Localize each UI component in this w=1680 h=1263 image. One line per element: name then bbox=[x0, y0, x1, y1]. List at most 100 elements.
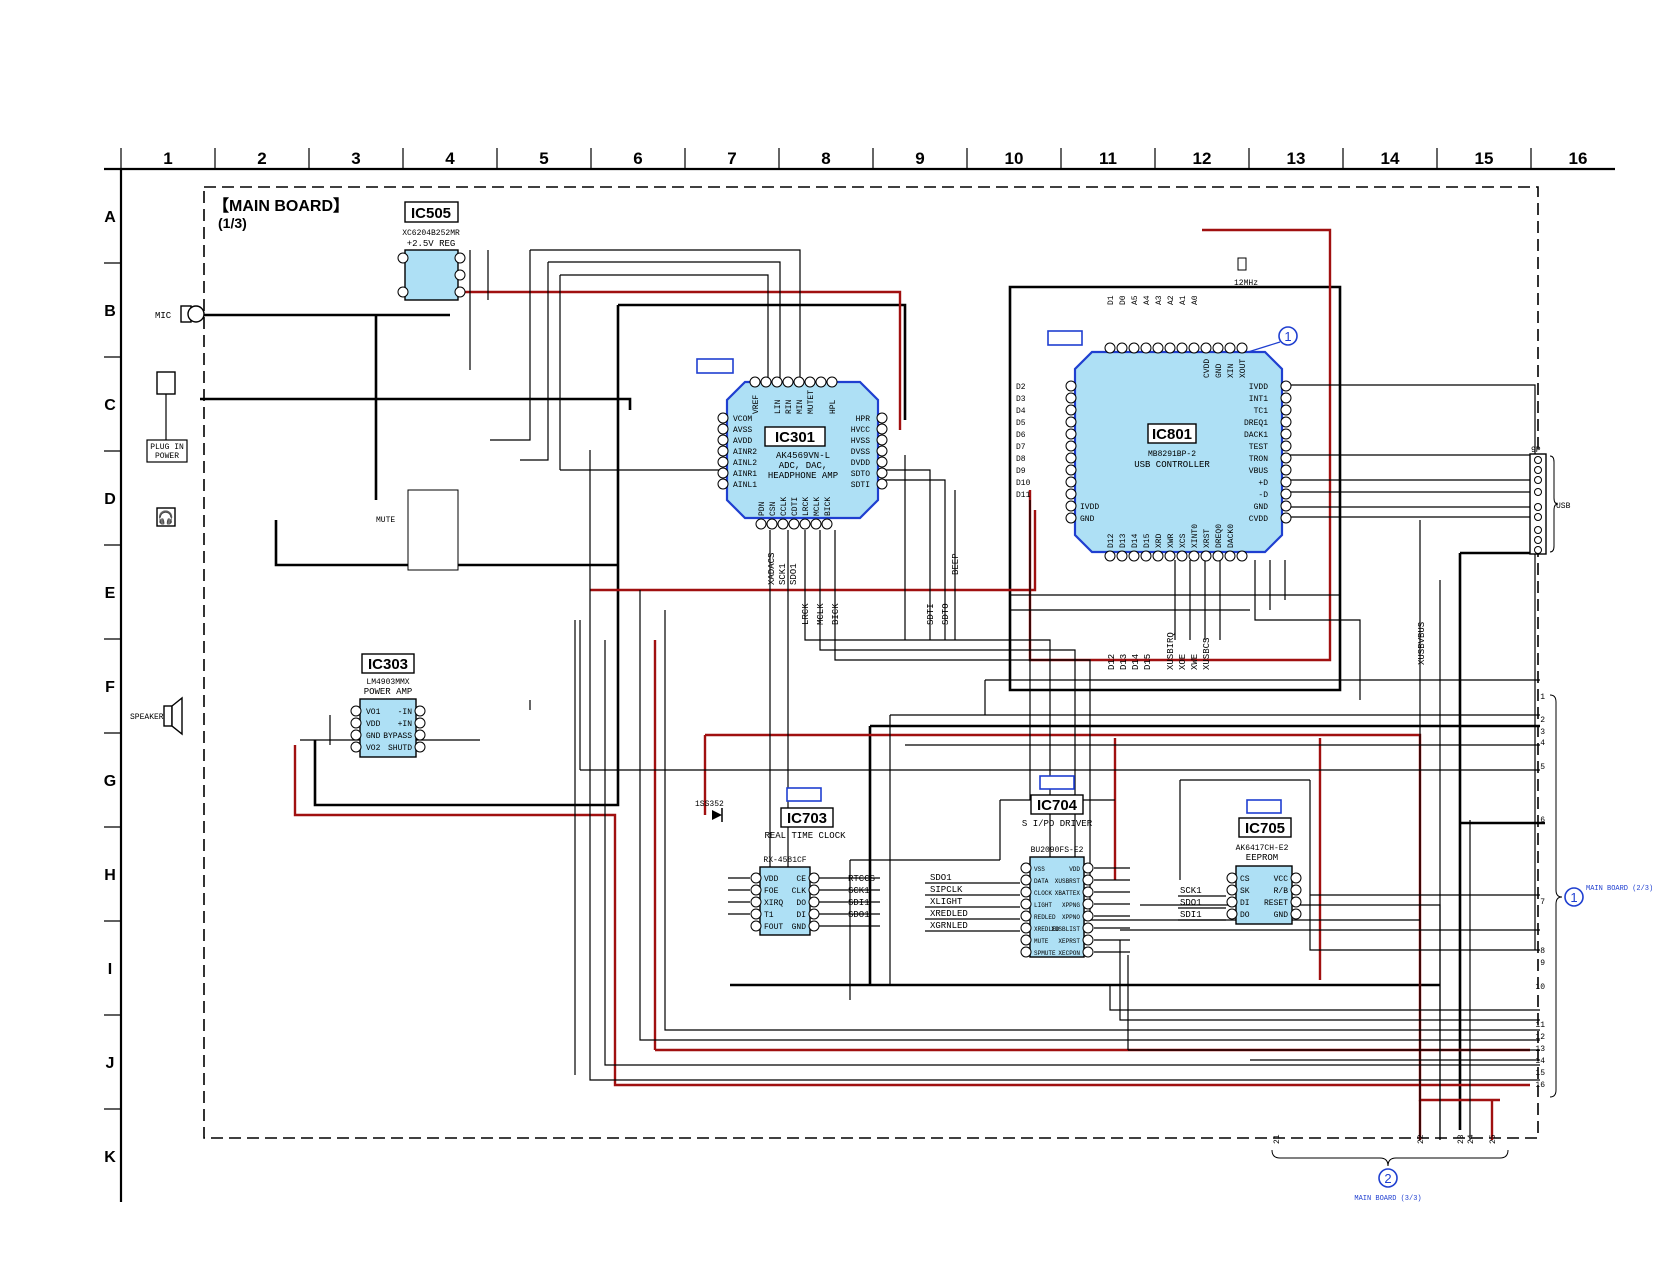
svg-text:DVSS: DVSS bbox=[851, 448, 870, 457]
svg-text:D7: D7 bbox=[1016, 443, 1026, 452]
svg-text:VCOM: VCOM bbox=[733, 415, 752, 424]
svg-text:XOUT: XOUT bbox=[1239, 359, 1248, 378]
svg-text:16: 16 bbox=[1535, 1081, 1545, 1090]
row-label: I bbox=[108, 961, 112, 978]
svg-text:HVSS: HVSS bbox=[851, 437, 870, 446]
col-label: 9 bbox=[915, 149, 924, 168]
mute-switch: MUTE bbox=[376, 489, 459, 571]
ic704: IC704 S I/PO DRIVER BU2090FS-E2 VSS DATA… bbox=[925, 775, 1130, 958]
ic301-marker-box bbox=[696, 358, 734, 374]
ic301-desc2: HEADPHONE AMP bbox=[768, 471, 838, 481]
svg-text:DI: DI bbox=[796, 911, 806, 920]
headphone-icon: 🎧 bbox=[158, 510, 174, 525]
svg-text:D14: D14 bbox=[1131, 654, 1141, 670]
svg-text:+IN: +IN bbox=[398, 720, 413, 729]
svg-text:DREQ0: DREQ0 bbox=[1215, 524, 1224, 548]
ic301-bottom-pins: PDN CSN CCLK CDTI LRCK MCLK BICK bbox=[755, 497, 833, 530]
board-title: 【MAIN BOARD】 bbox=[213, 197, 349, 215]
svg-text:XINT0: XINT0 bbox=[1191, 524, 1200, 548]
svg-text:9: 9 bbox=[1540, 959, 1545, 968]
svg-text:XIN: XIN bbox=[1227, 363, 1236, 378]
connector-main-board-2-3: 1 2 3 4 5 6 7 8 9 10 11 12 13 14 15 16 1… bbox=[1535, 693, 1653, 1098]
row-label: K bbox=[104, 1149, 116, 1166]
row-label: E bbox=[105, 585, 116, 602]
ic301-desc1: ADC, DAC, bbox=[779, 461, 828, 471]
svg-text:XUSBRST: XUSBRST bbox=[1055, 878, 1081, 885]
svg-text:AINL2: AINL2 bbox=[733, 459, 757, 468]
svg-text:XECPON: XECPON bbox=[1058, 950, 1080, 957]
ic801-left-pins: D2 D3 D4 D5 D6 D7 D8 D9 D10 D11 IVDD GND bbox=[1016, 380, 1099, 524]
svg-text:AINL1: AINL1 bbox=[733, 481, 757, 490]
ic303-desc: POWER AMP bbox=[364, 687, 413, 697]
svg-text:GND: GND bbox=[1254, 503, 1269, 512]
ic704-part: BU2090FS-E2 bbox=[1031, 846, 1084, 855]
svg-text:+D: +D bbox=[1258, 479, 1268, 488]
svg-text:CSN: CSN bbox=[769, 501, 778, 516]
svg-text:LIGHT: LIGHT bbox=[1034, 902, 1052, 909]
svg-text:SCK1: SCK1 bbox=[778, 563, 788, 585]
col-label: 12 bbox=[1193, 149, 1212, 168]
crystal: 12MHz bbox=[1234, 257, 1258, 288]
svg-text:D14: D14 bbox=[1131, 533, 1140, 548]
ic505-desc: +2.5V REG bbox=[407, 239, 456, 249]
ic703-desc: REAL TIME CLOCK bbox=[764, 831, 846, 841]
row-label: D bbox=[104, 491, 116, 508]
ic801-part: MB8291BP-2 bbox=[1148, 450, 1196, 459]
svg-text:INT1: INT1 bbox=[1249, 395, 1268, 404]
ic705-desc: EEPROM bbox=[1246, 853, 1278, 863]
svg-text:D3: D3 bbox=[1016, 395, 1026, 404]
svg-text:A5: A5 bbox=[1131, 295, 1140, 305]
col-label: 7 bbox=[727, 149, 736, 168]
svg-text:CLK: CLK bbox=[792, 887, 807, 896]
svg-text:MIN: MIN bbox=[796, 399, 805, 414]
svg-text:TRON: TRON bbox=[1249, 455, 1268, 464]
diode-label: 1SS352 bbox=[695, 800, 724, 809]
col-label: 13 bbox=[1287, 149, 1306, 168]
ic303-name: IC303 bbox=[368, 656, 408, 673]
col-label: 10 bbox=[1005, 149, 1024, 168]
svg-text:-D: -D bbox=[1258, 491, 1268, 500]
svg-text:AINR1: AINR1 bbox=[733, 470, 757, 479]
svg-text:D0: D0 bbox=[1119, 295, 1128, 305]
speaker: SPEAKER bbox=[130, 696, 183, 736]
svg-text:LRCK: LRCK bbox=[801, 603, 811, 625]
ic801-marker-box bbox=[1047, 330, 1083, 346]
svg-text:DI: DI bbox=[1240, 899, 1250, 908]
svg-text:D9: D9 bbox=[1016, 467, 1026, 476]
svg-text:D2: D2 bbox=[1016, 383, 1026, 392]
mute-label: MUTE bbox=[376, 516, 395, 525]
svg-text:XREDLED: XREDLED bbox=[1034, 926, 1060, 933]
plug-in-power-jack: PLUG IN POWER bbox=[146, 371, 188, 463]
ic801-desc: USB CONTROLLER bbox=[1134, 460, 1210, 470]
svg-text:22: 22 bbox=[1417, 1134, 1426, 1144]
ic505-name: IC505 bbox=[411, 205, 451, 222]
row-label: G bbox=[104, 773, 116, 790]
svg-text:VBUS: VBUS bbox=[1249, 467, 1268, 476]
svg-text:XEPRST: XEPRST bbox=[1058, 938, 1080, 945]
svg-text:SDO1: SDO1 bbox=[789, 563, 799, 585]
ic703-name: IC703 bbox=[787, 810, 827, 827]
svg-text:SHUTD: SHUTD bbox=[388, 744, 412, 753]
svg-text:IVDD: IVDD bbox=[1249, 383, 1268, 392]
svg-text:SK: SK bbox=[1240, 887, 1250, 896]
col-label: 1 bbox=[163, 149, 172, 168]
svg-text:1: 1 bbox=[1540, 693, 1545, 702]
svg-text:VSS: VSS bbox=[1034, 866, 1045, 873]
board-border bbox=[203, 186, 1539, 1139]
ic704-name: IC704 bbox=[1037, 797, 1078, 814]
svg-text:CCLK: CCLK bbox=[780, 497, 789, 516]
svg-text:D6: D6 bbox=[1016, 431, 1026, 440]
svg-text:XOE: XOE bbox=[1178, 654, 1188, 670]
ic801-name: IC801 bbox=[1152, 426, 1192, 443]
svg-text:XPPNO: XPPNO bbox=[1062, 914, 1080, 921]
svg-text:10: 10 bbox=[1535, 983, 1545, 992]
svg-text:VDD: VDD bbox=[764, 875, 779, 884]
svg-text:LRCK: LRCK bbox=[802, 497, 811, 516]
board-subtitle: (1/3) bbox=[218, 215, 247, 231]
ic703: IC703 REAL TIME CLOCK RX-4581CF VDD FOE … bbox=[728, 787, 880, 936]
connector1-label: MAIN BOARD (2/3) bbox=[1586, 885, 1653, 893]
ic301-top-pins: VREF LIN RIN MIN MUTET HPL bbox=[749, 376, 838, 414]
svg-text:XADACS: XADACS bbox=[767, 553, 777, 585]
svg-text:BICK: BICK bbox=[824, 497, 833, 516]
svg-text:A4: A4 bbox=[1143, 295, 1152, 305]
